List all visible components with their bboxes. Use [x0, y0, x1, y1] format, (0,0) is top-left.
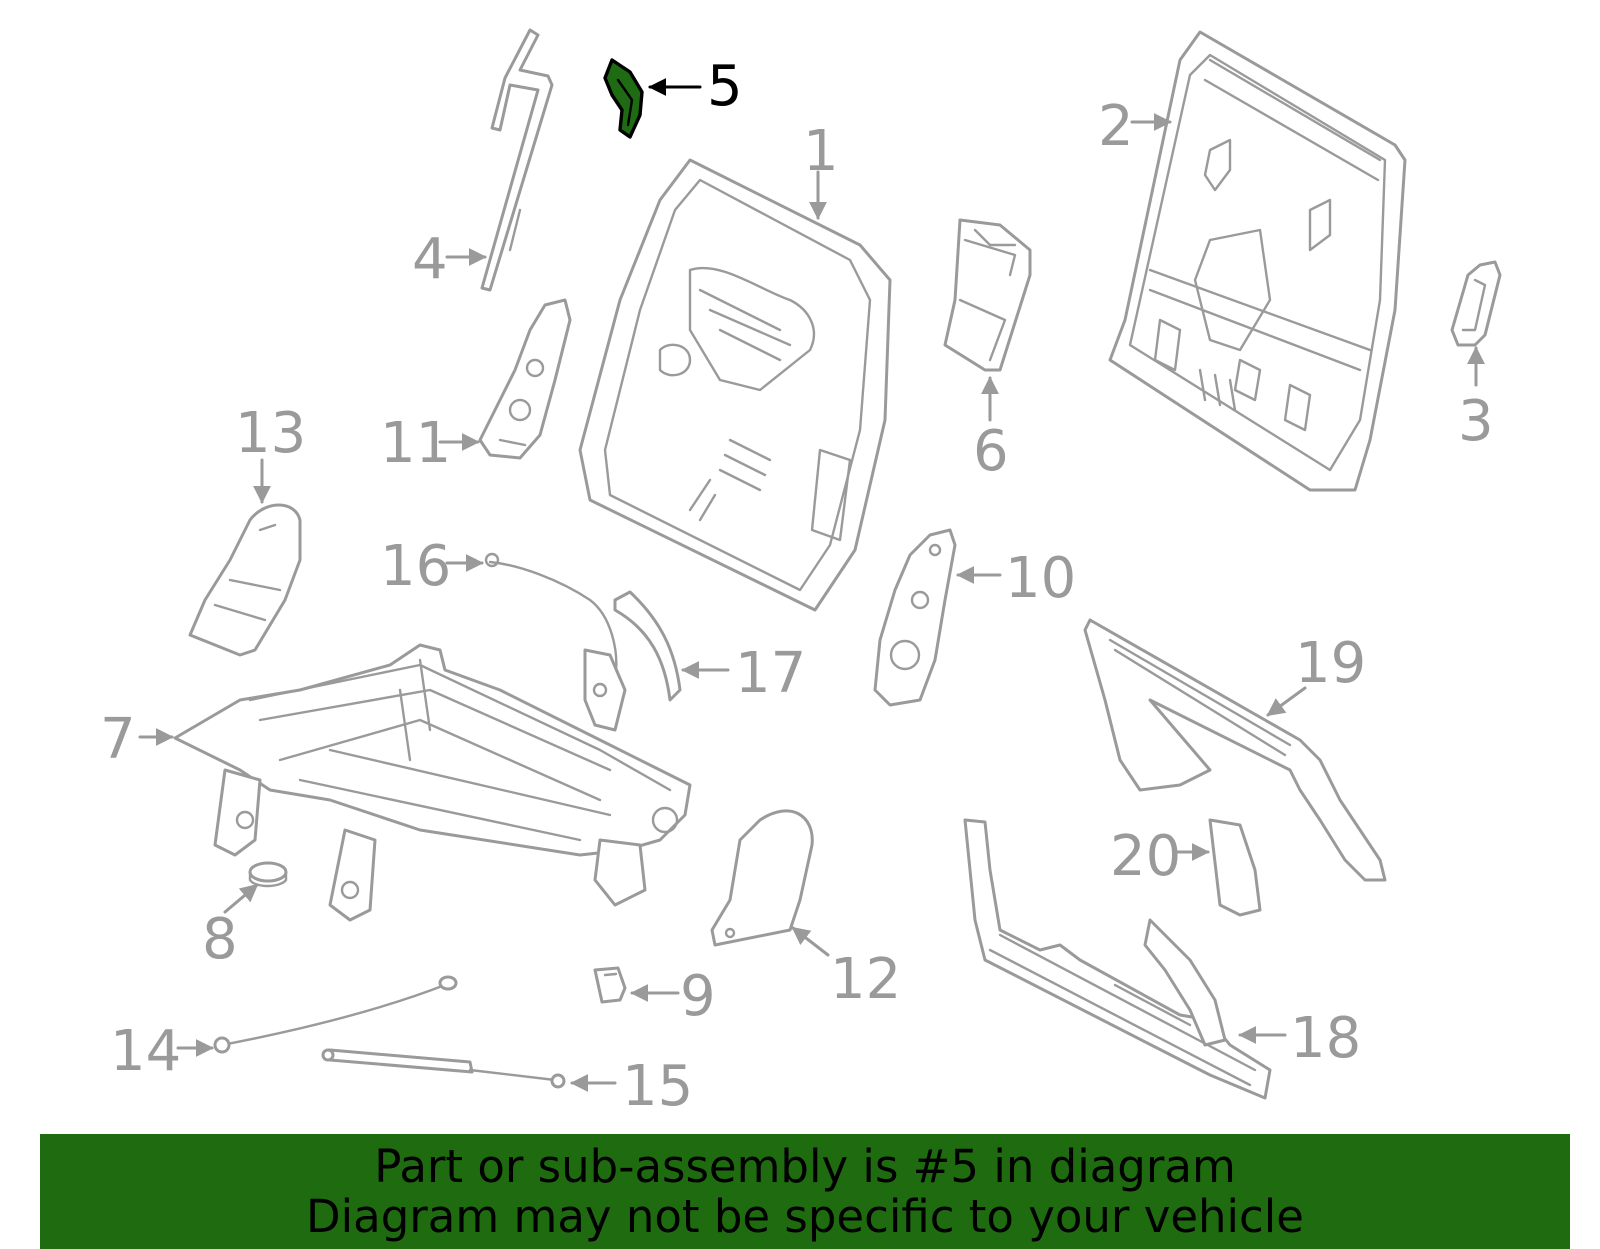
- part-5-bracket[interactable]: [603, 58, 644, 139]
- callout-14: 14: [110, 1019, 214, 1084]
- svg-text:15: 15: [622, 1054, 693, 1119]
- banner-line-1: Part or sub-assembly is #5 in diagram: [374, 1139, 1236, 1193]
- callout-20: 20: [1110, 824, 1210, 889]
- callout-6: 6: [973, 376, 1009, 484]
- part-11-hinge[interactable]: [478, 298, 572, 460]
- part-1-seatback-frame[interactable]: [578, 158, 892, 612]
- callout-16: 16: [380, 534, 484, 599]
- part-12-shield[interactable]: [710, 809, 814, 947]
- part-13-trim-cover[interactable]: [188, 503, 302, 657]
- svg-text:6: 6: [973, 419, 1009, 484]
- info-banner: Part or sub-assembly is #5 in diagram Di…: [40, 1134, 1570, 1249]
- svg-text:5: 5: [707, 54, 743, 119]
- part-19-rail-trim[interactable]: [1083, 618, 1387, 882]
- callout-1: 1: [803, 119, 839, 220]
- part-17-trim[interactable]: [613, 590, 682, 702]
- part-2-rear-panel[interactable]: [1108, 30, 1407, 492]
- svg-text:13: 13: [235, 401, 306, 466]
- svg-text:19: 19: [1295, 631, 1366, 696]
- callout-5: 5: [648, 54, 743, 119]
- part-8-grommet[interactable]: [248, 861, 288, 888]
- svg-text:14: 14: [110, 1019, 181, 1084]
- banner-line-2: Diagram may not be specific to your vehi…: [306, 1189, 1304, 1243]
- svg-text:1: 1: [803, 119, 839, 184]
- svg-text:7: 7: [100, 707, 136, 772]
- part-6-panel[interactable]: [943, 218, 1032, 372]
- part-14-cable[interactable]: [213, 975, 458, 1054]
- part-9-clip[interactable]: [593, 966, 627, 1004]
- svg-text:8: 8: [202, 907, 238, 972]
- callout-10: 10: [956, 546, 1076, 611]
- parts-diagram: 1 2 3 4 5 6 7 8: [100, 28, 1502, 1119]
- part-16-cable[interactable]: [484, 552, 627, 732]
- part-20-bracket[interactable]: [1208, 818, 1262, 917]
- svg-text:20: 20: [1110, 824, 1181, 889]
- svg-text:2: 2: [1098, 94, 1134, 159]
- callout-15: 15: [570, 1054, 693, 1119]
- callout-4: 4: [412, 227, 487, 292]
- svg-text:3: 3: [1458, 389, 1494, 454]
- callout-12: 12: [791, 926, 901, 1012]
- callout-2: 2: [1098, 94, 1172, 159]
- callout-19: 19: [1266, 631, 1366, 717]
- svg-text:18: 18: [1290, 1006, 1361, 1071]
- part-10-hinge-plate[interactable]: [873, 528, 957, 707]
- svg-text:9: 9: [680, 964, 716, 1029]
- part-3-cover[interactable]: [1450, 260, 1502, 347]
- callout-11: 11: [380, 411, 480, 476]
- callout-3: 3: [1458, 346, 1494, 454]
- part-15-strut[interactable]: [321, 1048, 566, 1089]
- callout-7: 7: [100, 707, 174, 772]
- part-4-rod[interactable]: [480, 28, 554, 292]
- svg-text:12: 12: [830, 947, 901, 1012]
- svg-text:10: 10: [1005, 546, 1076, 611]
- part-18-seat-track[interactable]: [963, 818, 1272, 1100]
- svg-text:4: 4: [412, 227, 448, 292]
- svg-text:16: 16: [380, 534, 451, 599]
- callout-9: 9: [630, 964, 716, 1029]
- part-7-seat-frame[interactable]: [173, 643, 692, 922]
- svg-text:17: 17: [735, 641, 806, 706]
- svg-text:11: 11: [380, 411, 451, 476]
- callout-13: 13: [235, 401, 306, 504]
- callout-17: 17: [681, 641, 806, 706]
- callout-18: 18: [1238, 1006, 1361, 1071]
- callout-8: 8: [202, 883, 259, 972]
